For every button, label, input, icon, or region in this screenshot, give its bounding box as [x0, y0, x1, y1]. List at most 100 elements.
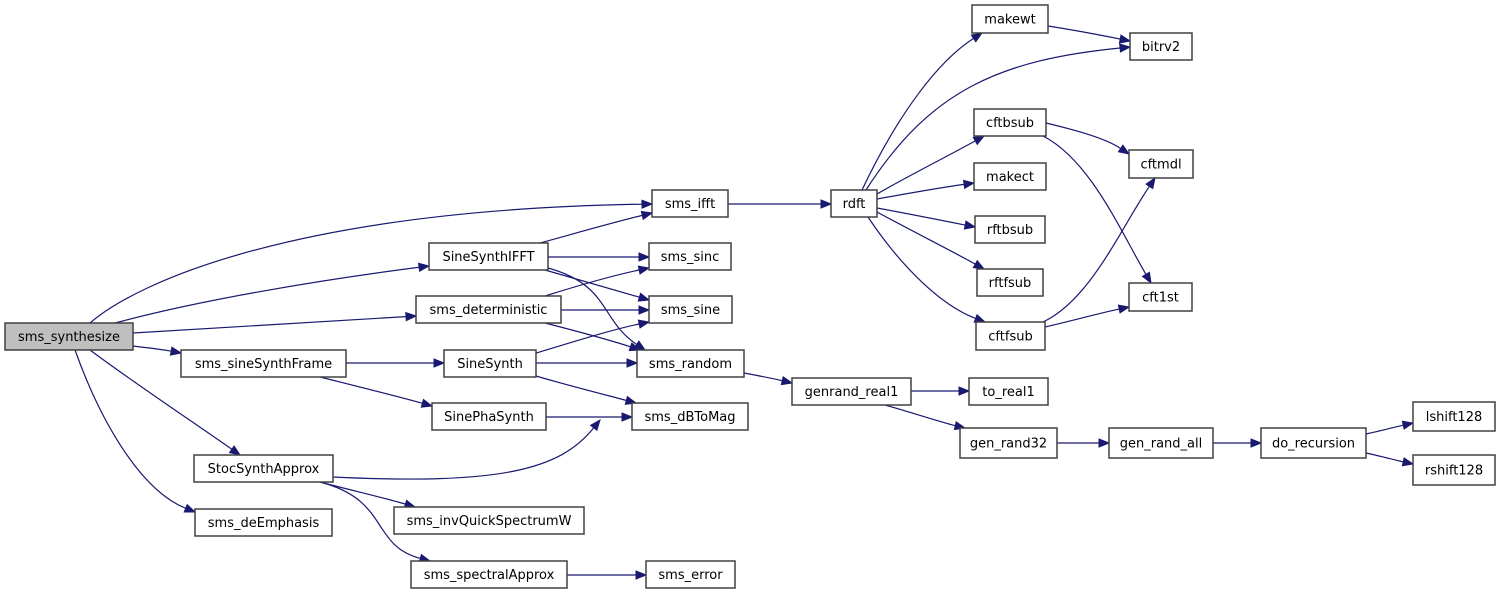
node-box[interactable] — [431, 402, 547, 431]
arrowhead-icon — [820, 199, 833, 209]
node-box[interactable] — [976, 268, 1044, 297]
node-box[interactable] — [415, 295, 562, 324]
node-box[interactable] — [4, 322, 134, 351]
node-gen-rand-all[interactable]: gen_rand_all — [1108, 427, 1214, 459]
edge-line — [535, 375, 627, 401]
node-box[interactable] — [393, 506, 585, 535]
node-stocsynthapprox[interactable]: StocSynthApprox — [193, 454, 334, 483]
node-sms-error[interactable]: sms_error — [645, 560, 736, 589]
edge-sinesynthifft-to-sms-sinc — [547, 252, 651, 262]
node-label: StocSynthApprox — [208, 462, 320, 477]
node-genrand-real1[interactable]: genrand_real1 — [791, 377, 912, 406]
node-box[interactable] — [830, 189, 878, 218]
node-label: sms_deEmphasis — [208, 516, 320, 531]
node-box[interactable] — [194, 508, 333, 537]
node-gen-rand32[interactable]: gen_rand32 — [959, 427, 1058, 459]
node-rftfsub[interactable]: rftfsub — [976, 268, 1044, 297]
node-box[interactable] — [1412, 454, 1496, 486]
node-box[interactable] — [791, 377, 912, 406]
edge-line — [544, 269, 640, 298]
edge-sinesynthifft-to-sms-sine — [544, 269, 651, 302]
node-label: lshift128 — [1426, 410, 1483, 425]
edge-makewt-to-bitrv2 — [1047, 25, 1132, 44]
node-lshift128[interactable]: lshift128 — [1412, 401, 1496, 432]
node-box[interactable] — [973, 108, 1047, 137]
node-label: rdft — [843, 197, 866, 212]
node-sms-spectralapprox[interactable]: sms_spectralApprox — [410, 560, 568, 589]
node-sms-synthesize[interactable]: sms_synthesize — [4, 322, 134, 351]
node-sms-ifft[interactable]: sms_ifft — [651, 189, 729, 218]
node-sms-random[interactable]: sms_random — [636, 349, 745, 378]
node-box[interactable] — [973, 162, 1047, 191]
node-box[interactable] — [410, 560, 568, 589]
node-cftmdl[interactable]: cftmdl — [1128, 149, 1194, 179]
node-sms-dbtomag[interactable]: sms_dBToMag — [631, 402, 749, 431]
node-box[interactable] — [631, 402, 749, 431]
node-cftfsub[interactable]: cftfsub — [975, 321, 1046, 351]
node-box[interactable] — [651, 189, 729, 218]
edge-sms-synthesize-to-stocsynthapprox — [89, 349, 242, 456]
node-box[interactable] — [1128, 282, 1193, 312]
node-box[interactable] — [648, 295, 733, 324]
node-makewt[interactable]: makewt — [971, 4, 1049, 34]
node-label: sms_random — [649, 357, 732, 372]
node-sms-invquickspectrumw[interactable]: sms_invQuickSpectrumW — [393, 506, 585, 535]
node-cftbsub[interactable]: cftbsub — [973, 108, 1047, 137]
node-to-real1[interactable]: to_real1 — [968, 377, 1049, 406]
node-box[interactable] — [975, 321, 1046, 351]
node-box[interactable] — [971, 4, 1049, 34]
node-sms-sine[interactable]: sms_sine — [648, 295, 733, 324]
node-label: gen_rand_all — [1120, 437, 1202, 452]
edge-line — [132, 316, 407, 334]
edge-line — [544, 269, 640, 297]
node-label: cft1st — [1142, 291, 1179, 306]
node-box[interactable] — [1412, 401, 1496, 432]
arrowhead-icon — [962, 179, 976, 190]
nodes-layer: sms_synthesize sms_sineSynthFrameStocSynt… — [4, 4, 1496, 589]
node-sinesynthifft[interactable]: SineSynthIFFT — [428, 242, 549, 271]
node-sinesynth[interactable]: SineSynth — [443, 349, 537, 378]
node-rdft[interactable]: rdft — [830, 189, 878, 218]
node-box[interactable] — [974, 215, 1046, 244]
node-sms-deemphasis[interactable]: sms_deEmphasis — [194, 508, 333, 537]
edge-line — [539, 214, 643, 244]
arrowhead-icon — [972, 135, 986, 146]
node-sms-deterministic[interactable]: sms_deterministic — [415, 295, 562, 324]
arrowhead-icon — [970, 32, 984, 43]
node-box[interactable] — [1260, 427, 1367, 459]
node-box[interactable] — [1108, 427, 1214, 459]
node-box[interactable] — [443, 349, 537, 378]
node-rshift128[interactable]: rshift128 — [1412, 454, 1496, 486]
node-box[interactable] — [648, 242, 732, 271]
node-box[interactable] — [1129, 32, 1193, 61]
node-label: makewt — [984, 13, 1035, 28]
node-sms-sinesynthframe[interactable]: sms_sineSynthFrame — [180, 349, 347, 378]
node-box[interactable] — [193, 454, 334, 483]
edge-rdft-to-rftbsub — [876, 207, 977, 230]
edge-cftfsub-to-cftmdl — [1042, 176, 1156, 323]
edge-rdft-to-cftfsub — [867, 216, 987, 323]
node-label: sms_dBToMag — [645, 410, 736, 425]
node-cft1st[interactable]: cft1st — [1128, 282, 1193, 312]
node-makect[interactable]: makect — [973, 162, 1047, 191]
node-do-recursion[interactable]: do_recursion — [1260, 427, 1367, 459]
node-bitrv2[interactable]: bitrv2 — [1129, 32, 1193, 61]
node-box[interactable] — [645, 560, 736, 589]
node-box[interactable] — [959, 427, 1058, 459]
node-box[interactable] — [180, 349, 347, 378]
edge-line — [876, 183, 965, 200]
node-box[interactable] — [1128, 149, 1194, 179]
arrowhead-icon — [958, 386, 971, 396]
edge-line — [884, 404, 956, 427]
edge-do-recursion-to-rshift128 — [1365, 452, 1415, 467]
edge-line — [876, 207, 966, 226]
node-box[interactable] — [428, 242, 549, 271]
node-box[interactable] — [636, 349, 745, 378]
node-rftbsub[interactable]: rftbsub — [974, 215, 1046, 244]
node-sms-sinc[interactable]: sms_sinc — [648, 242, 732, 271]
node-label: sms_error — [658, 568, 723, 583]
node-box[interactable] — [968, 377, 1049, 406]
node-sinephasynth[interactable]: SinePhaSynth — [431, 402, 547, 431]
arrowhead-icon — [635, 570, 648, 580]
arrowhead-icon — [973, 313, 987, 323]
